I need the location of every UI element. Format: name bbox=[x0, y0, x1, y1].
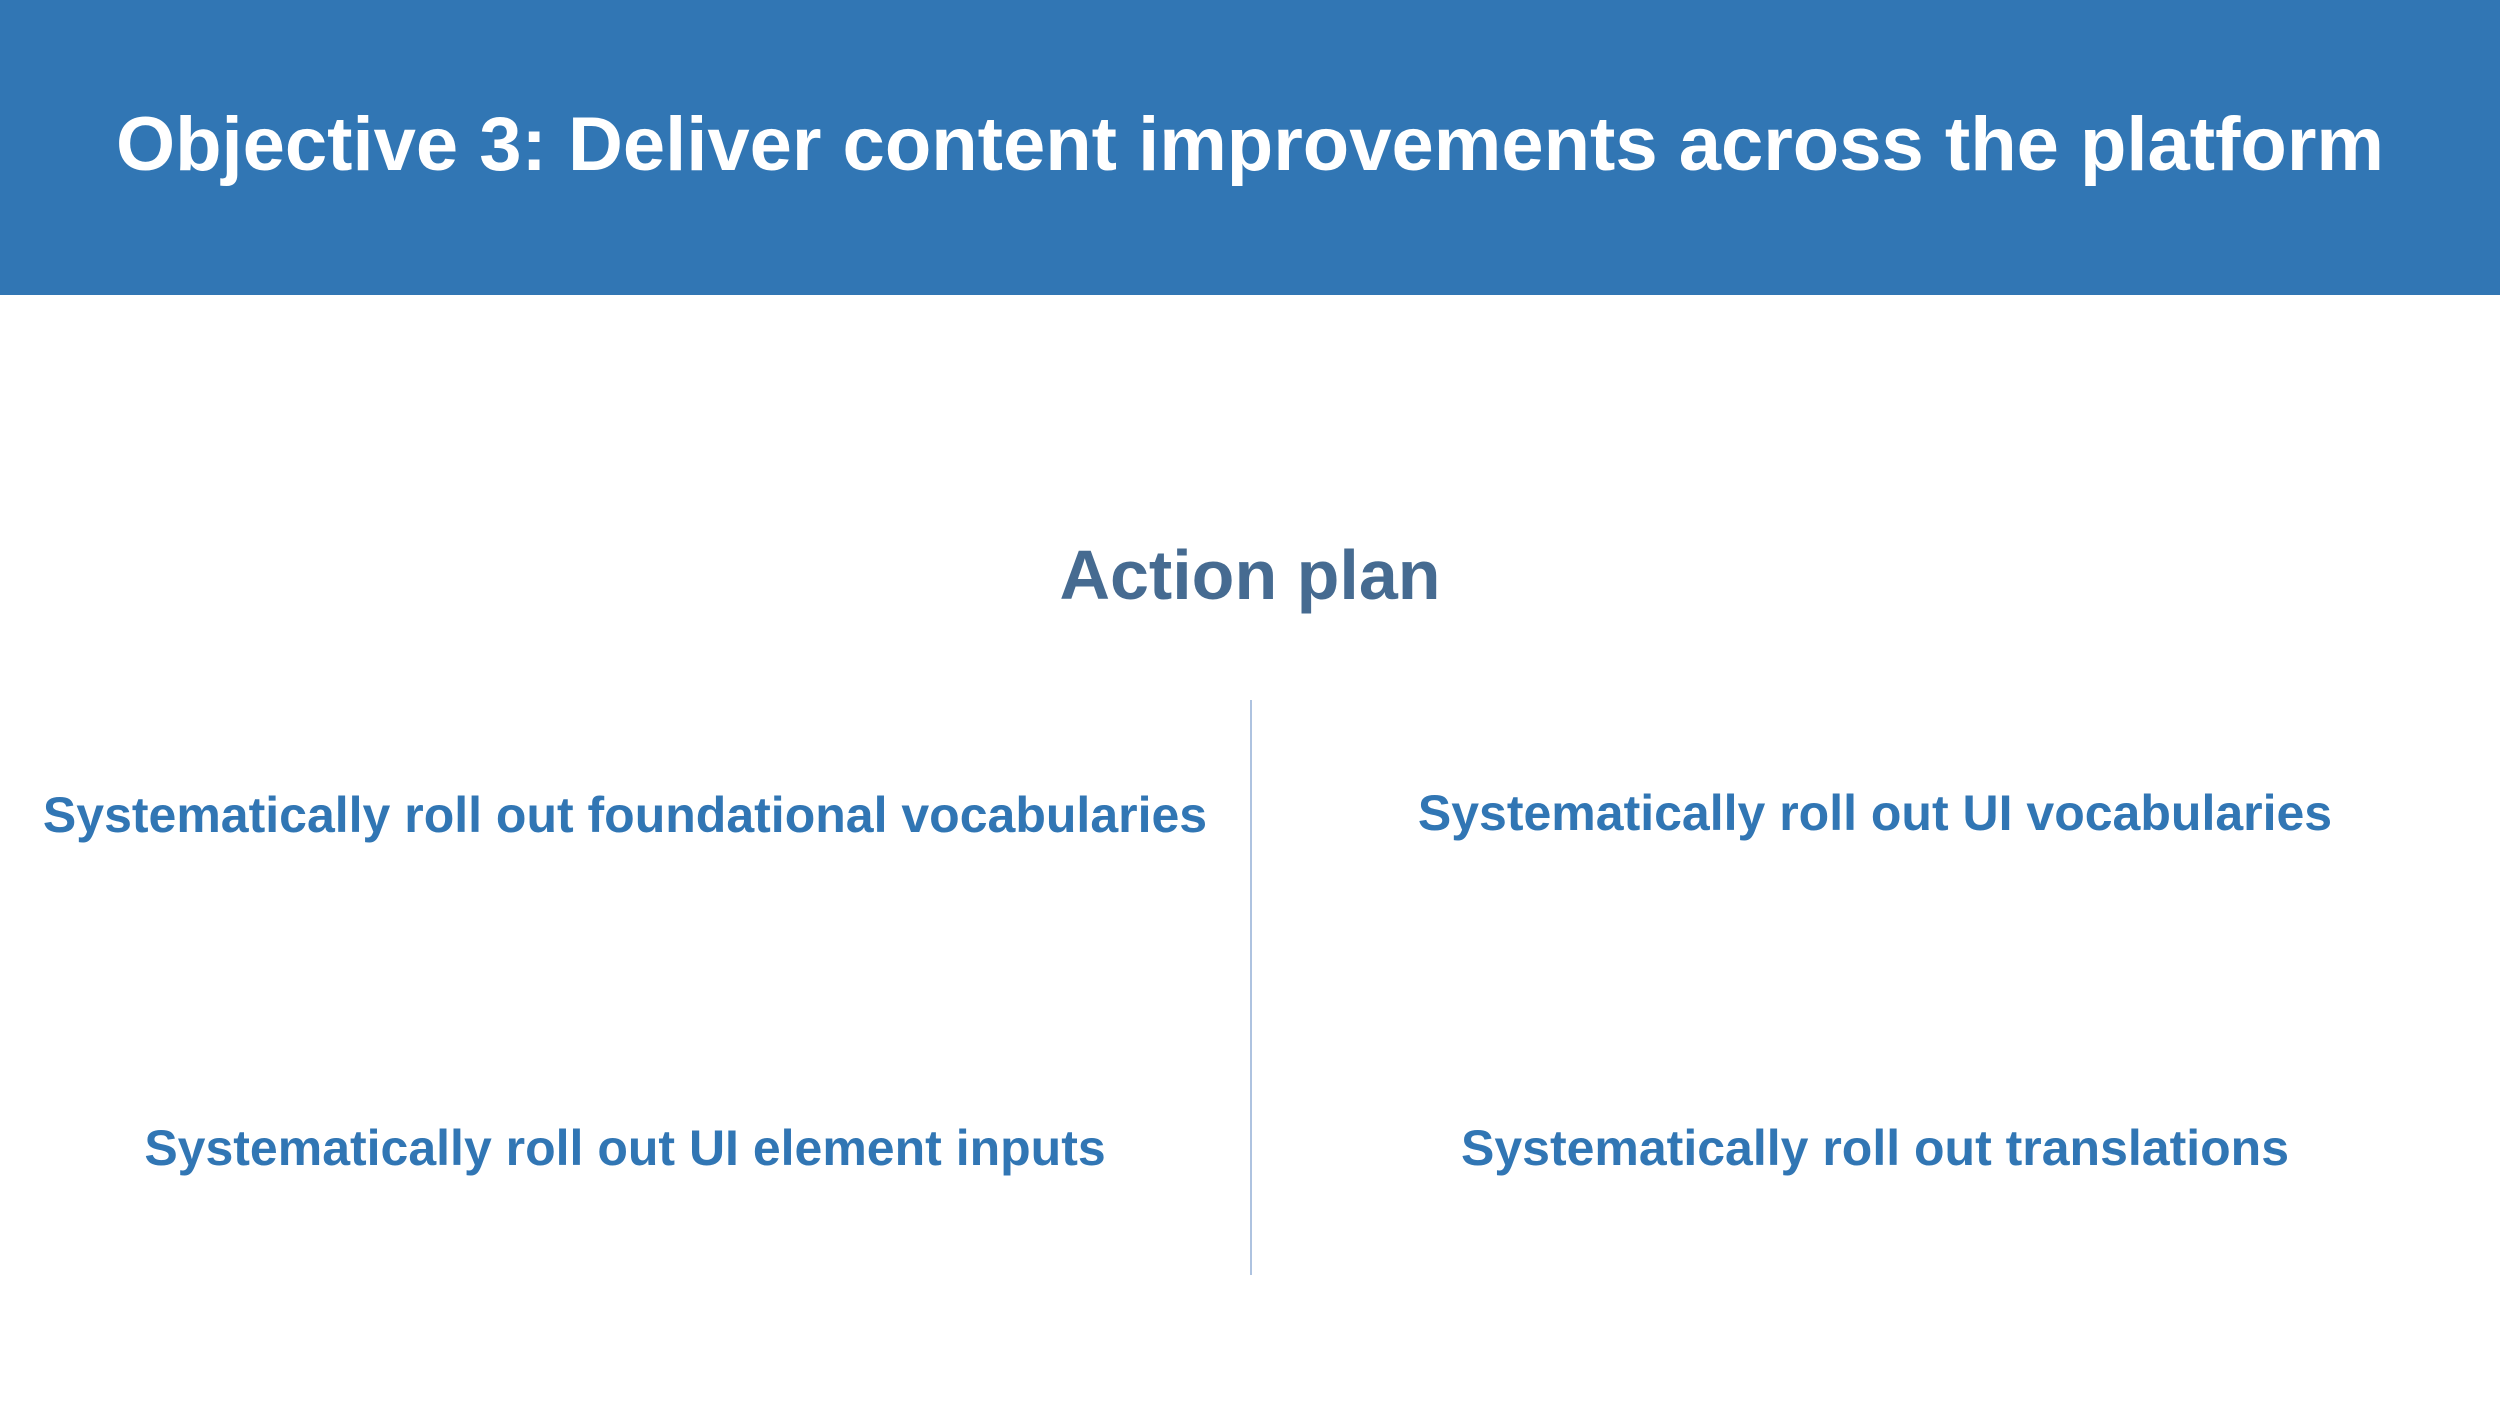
section-title: Action plan bbox=[1059, 536, 1441, 614]
action-item-ui-vocabularies: Systematically roll out UI vocabularies bbox=[1417, 785, 2333, 841]
vertical-divider bbox=[1250, 700, 1252, 1275]
slide-title: Objective 3: Deliver content improvement… bbox=[115, 101, 2384, 187]
action-item-ui-element-inputs: Systematically roll out UI element input… bbox=[144, 1120, 1106, 1176]
action-item-translations: Systematically roll out translations bbox=[1460, 1120, 2290, 1176]
header-banner: Objective 3: Deliver content improvement… bbox=[0, 0, 2500, 295]
action-item-foundational-vocabularies: Systematically roll out foundational voc… bbox=[42, 787, 1208, 843]
